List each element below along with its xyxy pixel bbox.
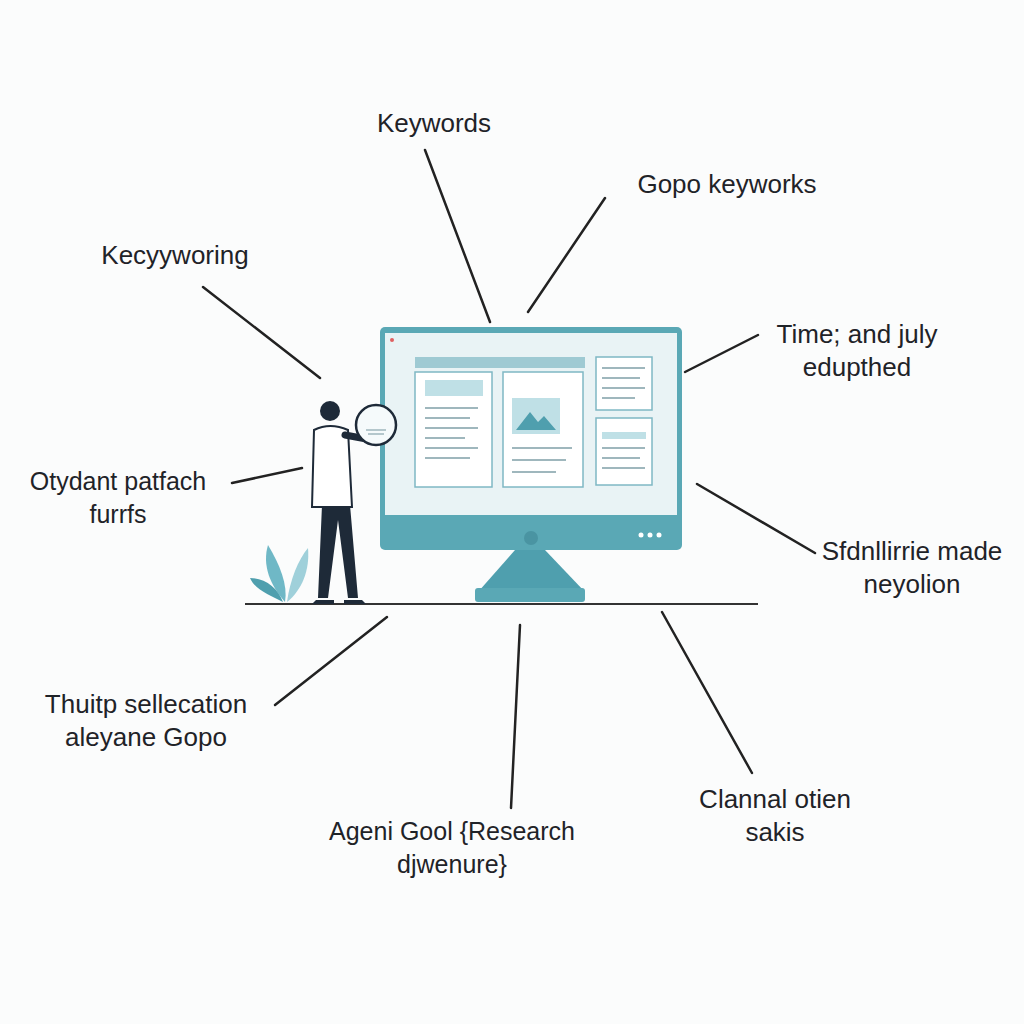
callout-label: Otydant patfach furrfs: [6, 465, 231, 531]
callout-label: Ageni Gool {Research djwenure}: [318, 815, 586, 881]
plant: [250, 545, 308, 602]
callout-label: Keywords: [304, 107, 564, 140]
person: [312, 401, 396, 604]
callout-label: Kecyyworing: [55, 239, 295, 272]
callout-label: Clannal otien sakis: [675, 783, 875, 849]
callout-label: Gopo keyworks: [597, 168, 857, 201]
callout-label: Thuitp sellecation aleyane Gopo: [15, 688, 277, 754]
callout-label: Sfdnllirrie made neyolion: [817, 535, 1007, 601]
leader-lines: [203, 150, 815, 808]
callout-label: Time; and july edupthed: [757, 318, 957, 384]
monitor: [380, 327, 682, 602]
